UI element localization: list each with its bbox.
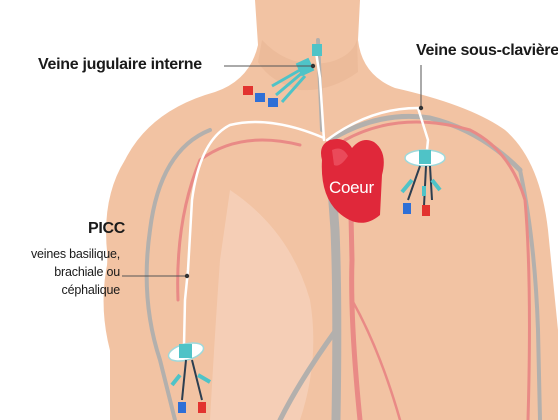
label-heart: Coeur	[329, 178, 374, 198]
jugular-leader-dot	[311, 64, 315, 68]
picc-hub	[179, 344, 192, 358]
label-jugular-vein: Veine jugulaire interne	[38, 56, 202, 74]
picc-leader-dot	[185, 274, 189, 278]
jugular-cap-blue-2	[268, 98, 278, 107]
picc-cap-blue	[178, 402, 186, 413]
label-picc-line-3: céphalique	[62, 282, 120, 298]
jugular-cap-blue-1	[255, 93, 265, 102]
subclavian-cap-red	[422, 205, 430, 216]
subclavian-leader-dot	[419, 106, 423, 110]
label-picc-line-1: veines basilique,	[31, 246, 120, 262]
jugular-cap-red	[243, 86, 253, 95]
subclavian-hub	[419, 150, 431, 164]
picc-cap-red	[198, 402, 206, 413]
label-subclavian-vein: Veine sous-clavière	[416, 42, 558, 60]
label-picc-line-2: brachiale ou	[54, 264, 120, 280]
jugular-top-connector	[312, 44, 322, 56]
label-picc-title: PICC	[88, 220, 125, 238]
subclavian-cap-blue	[403, 203, 411, 214]
